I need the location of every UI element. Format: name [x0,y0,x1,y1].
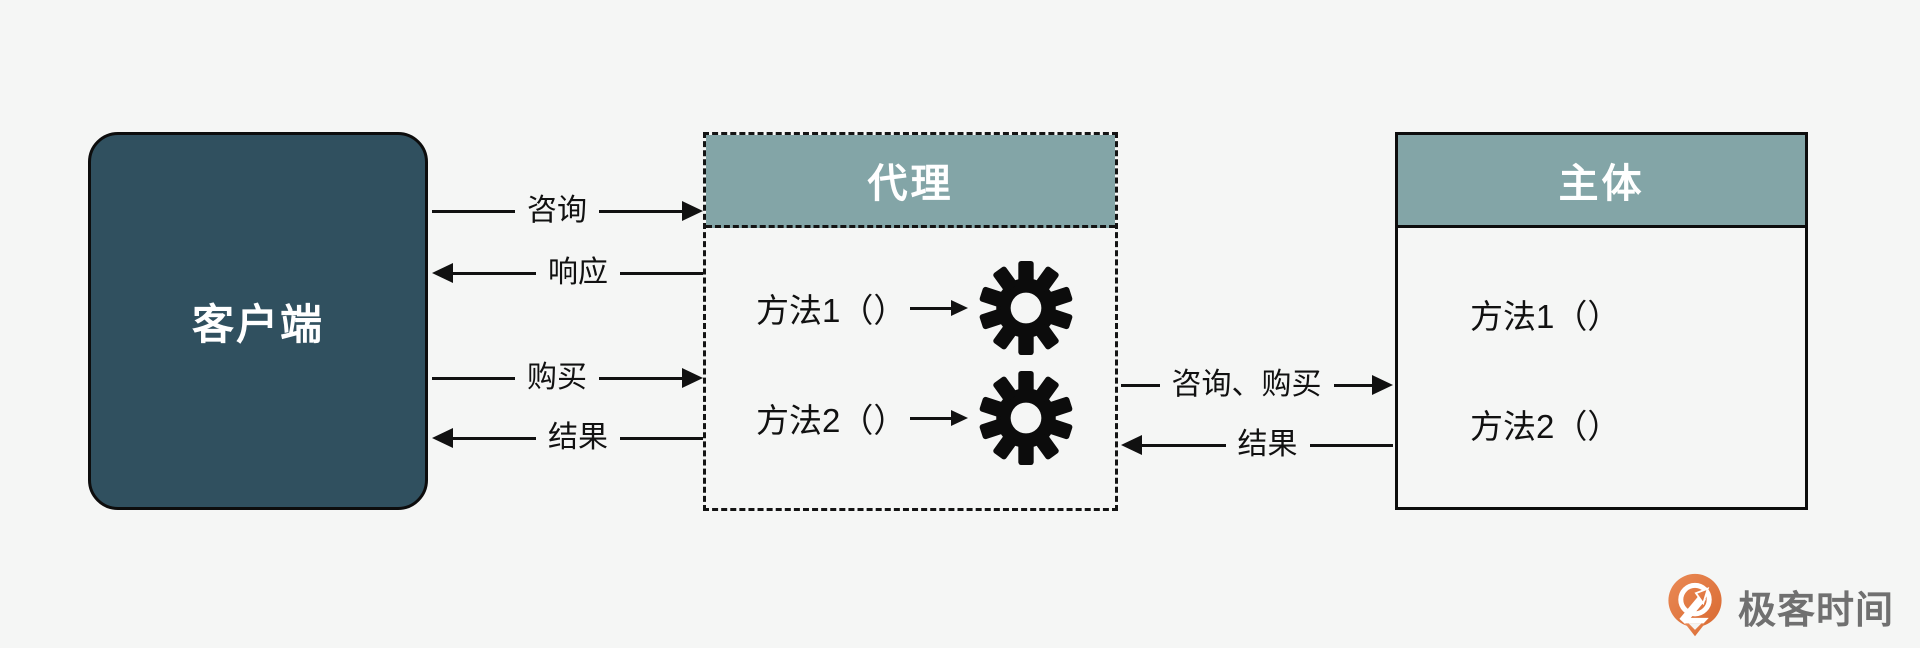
geektime-logo: 极客时间 [1662,568,1894,644]
subject-header: 主体 [1398,135,1805,228]
subject-method-1-label: 方法1（） [1470,298,1621,335]
subject-body: 方法1（） 方法2（） [1398,228,1805,446]
arrowhead-left-icon [432,263,453,283]
arrow-label: 响应 [548,256,608,289]
arrow-label: 结果 [548,421,608,454]
arrow-subject-to-proxy-result: 结果 [1121,425,1393,465]
arrow-label: 购买 [527,361,587,394]
proxy-title: 代理 [867,162,954,206]
subject-method-2-label: 方法2（） [1470,408,1621,445]
proxy-header: 代理 [706,135,1115,228]
arrow-label: 咨询 [527,194,587,227]
arrow-client-to-proxy-buy: 购买 [432,358,703,398]
right-arrow-icon [910,300,969,316]
gear-icon [979,260,1073,356]
proxy-method-1-label: 方法1（） [756,292,907,329]
proxy-body: 方法1（） [706,228,1115,466]
proxy-method-2-label: 方法2（） [756,402,907,439]
proxy-box: 代理 方法1（） [703,132,1118,511]
subject-title: 主体 [1558,162,1645,206]
arrow-proxy-to-client-response: 响应 [432,253,703,293]
arrow-proxy-to-subject-inquiry-buy: 咨询、购买 [1121,365,1393,405]
gear-icon [979,370,1073,466]
arrow-label: 结果 [1237,428,1298,461]
arrowhead-right-icon [682,201,703,221]
arrow-label: 咨询、购买 [1171,368,1322,401]
arrowhead-right-icon [1372,375,1393,395]
arrow-client-to-proxy-inquiry: 咨询 [432,191,703,231]
proxy-method-row: 方法2（） [756,370,1115,466]
client-box: 客户端 [88,132,428,510]
proxy-method-row: 方法1（） [756,260,1115,356]
arrowhead-left-icon [432,428,453,448]
client-label: 客户端 [191,300,324,348]
arrow-proxy-to-client-result: 结果 [432,418,703,458]
geektime-logo-text: 极客时间 [1737,589,1894,632]
arrowhead-right-icon [682,368,703,388]
right-arrow-icon [910,410,969,426]
geektime-logo-icon [1668,573,1722,637]
arrowhead-left-icon [1121,435,1142,455]
subject-box: 主体 方法1（） 方法2（） [1395,132,1808,510]
